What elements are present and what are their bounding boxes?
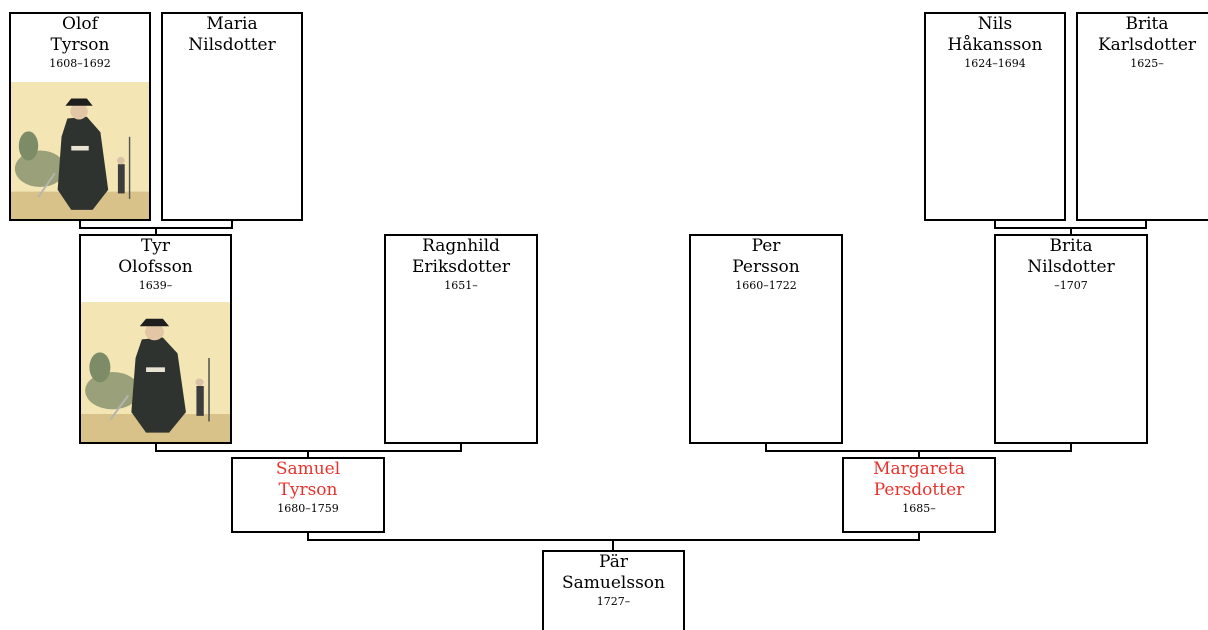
- connector-line: [307, 532, 920, 541]
- person-dates: 1680–1759: [277, 502, 339, 515]
- person-dates: 1608–1692: [49, 57, 111, 70]
- person-last-name: Håkansson: [947, 35, 1043, 55]
- person-first-name: Brita: [1125, 14, 1169, 34]
- person-card-samuel[interactable]: Samuel Tyrson 1680–1759: [231, 457, 385, 533]
- person-card-olof[interactable]: Olof Tyrson 1608–1692: [9, 12, 151, 221]
- connector-line: [155, 443, 462, 452]
- person-dates: 1624–1694: [964, 57, 1026, 70]
- person-first-name: Per: [751, 236, 781, 256]
- person-card-brita-nilsdotter[interactable]: Brita Nilsdotter –1707: [994, 234, 1148, 444]
- person-dates: 1625–: [1130, 57, 1164, 70]
- person-last-name: Eriksdotter: [412, 257, 510, 277]
- person-first-name: Olof: [62, 14, 98, 34]
- person-dates: 1660–1722: [735, 279, 797, 292]
- person-first-name: Margareta: [873, 459, 965, 479]
- person-first-name: Samuel: [275, 459, 341, 479]
- person-last-name: Samuelsson: [562, 573, 665, 593]
- person-card-nils[interactable]: Nils Håkansson 1624–1694: [924, 12, 1066, 221]
- person-card-brita-karlsdotter[interactable]: Brita Karlsdotter 1625–: [1076, 12, 1208, 221]
- person-dates: 1727–: [596, 595, 631, 608]
- connector-line: [994, 220, 1147, 229]
- person-first-name: Brita: [1049, 236, 1093, 256]
- person-first-name: Pär: [599, 552, 628, 572]
- soldier-portrait-icon: [11, 82, 149, 219]
- person-dates: 1685–: [902, 502, 936, 515]
- soldier-portrait-icon: [81, 302, 230, 442]
- person-dates: –1707: [1054, 279, 1088, 292]
- person-last-name: Karlsdotter: [1097, 35, 1197, 55]
- person-last-name: Tyrson: [278, 480, 338, 500]
- person-card-tyr[interactable]: Tyr Olofsson 1639–: [79, 234, 232, 444]
- person-first-name: Nils: [977, 14, 1013, 34]
- person-first-name: Ragnhild: [422, 236, 500, 256]
- person-last-name: Persdotter: [873, 480, 965, 500]
- person-card-par[interactable]: Pär Samuelsson 1727–: [542, 550, 685, 630]
- person-last-name: Olofsson: [118, 257, 193, 277]
- connector-line: [79, 220, 233, 229]
- person-last-name: Nilsdotter: [188, 35, 276, 55]
- person-dates: 1639–: [138, 279, 173, 292]
- person-card-margareta[interactable]: Margareta Persdotter 1685–: [842, 457, 996, 533]
- person-last-name: Nilsdotter: [1027, 257, 1115, 277]
- person-first-name: Tyr: [140, 236, 171, 256]
- person-card-per[interactable]: Per Persson 1660–1722: [689, 234, 843, 444]
- person-card-ragnhild[interactable]: Ragnhild Eriksdotter 1651–: [384, 234, 538, 444]
- person-last-name: Persson: [732, 257, 800, 277]
- person-first-name: Maria: [206, 14, 258, 34]
- person-last-name: Tyrson: [50, 35, 110, 55]
- person-card-maria[interactable]: Maria Nilsdotter: [161, 12, 303, 221]
- connector-line: [765, 443, 1072, 452]
- person-dates: 1651–: [444, 279, 478, 292]
